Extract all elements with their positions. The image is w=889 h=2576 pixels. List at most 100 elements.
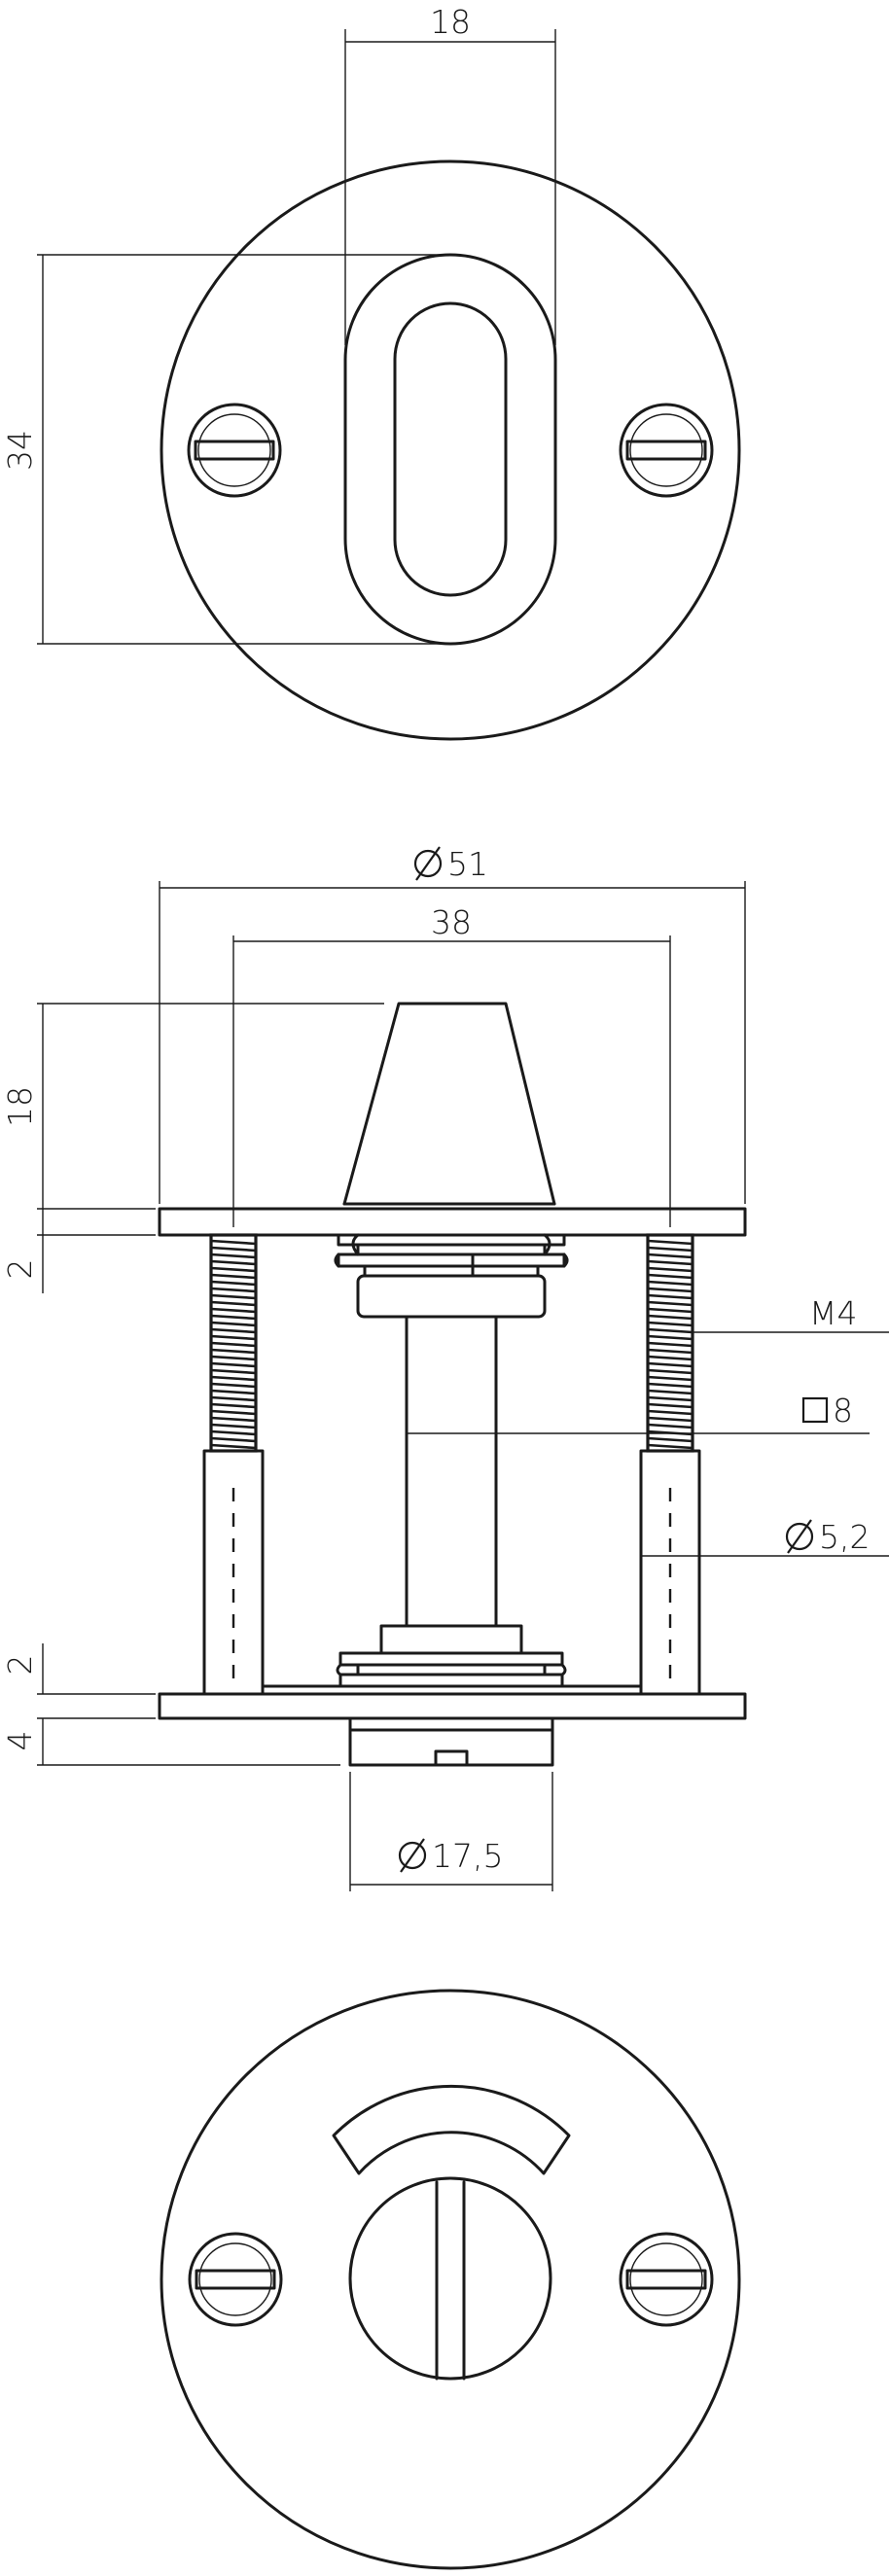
dimension-bottom-rose-thickness: 2 xyxy=(1,1643,156,1719)
thread-line xyxy=(210,1273,257,1280)
thread-line xyxy=(647,1321,693,1327)
lower-washer-stack xyxy=(336,1624,567,1688)
thread-line xyxy=(647,1273,693,1280)
thread-line xyxy=(210,1293,257,1300)
thread-line xyxy=(647,1416,693,1423)
spindle xyxy=(405,1315,498,1628)
dimension-top-rose-thickness: 2 xyxy=(1,1209,156,1293)
thread-line xyxy=(210,1246,257,1253)
thread-line xyxy=(210,1266,257,1273)
thread-line xyxy=(647,1307,693,1314)
diameter-symbol-icon xyxy=(413,846,443,881)
screw-left xyxy=(187,403,282,498)
turn-disc xyxy=(348,2176,552,2381)
diameter-symbol-icon xyxy=(785,1519,814,1554)
dimension-text-knob-height: 4 xyxy=(1,1731,39,1751)
thread-line xyxy=(647,1368,693,1375)
screw-left-bottom xyxy=(188,2232,283,2327)
thread-line xyxy=(647,1361,693,1368)
thread-line xyxy=(210,1443,257,1450)
thread-line xyxy=(210,1327,257,1334)
top-view: 18 34 xyxy=(1,3,741,741)
dimension-text-bottom-rose-thickness: 2 xyxy=(1,1655,39,1676)
inner-slot-outline xyxy=(393,301,508,597)
thread-line xyxy=(647,1334,693,1341)
dimension-screw-spacing: 38 xyxy=(232,903,671,1227)
thread-line xyxy=(210,1355,257,1361)
square-symbol-icon xyxy=(801,1396,829,1424)
thread-line xyxy=(647,1280,693,1287)
dimension-spindle-height: 18 xyxy=(1,1003,384,1210)
dimension-text-rose-diameter: 51 xyxy=(447,845,488,883)
thread-line xyxy=(210,1423,257,1429)
thread-right xyxy=(646,1233,694,1453)
bottom-rose-outline xyxy=(160,1989,741,2570)
thread-line xyxy=(210,1334,257,1341)
thread-line xyxy=(647,1402,693,1409)
thread-line xyxy=(210,1409,257,1416)
dimension-text-top-rose-thickness: 2 xyxy=(1,1259,39,1280)
thread-line xyxy=(210,1300,257,1307)
thread-line xyxy=(647,1443,693,1450)
thread-line xyxy=(210,1395,257,1402)
bottom-view xyxy=(160,1989,741,2570)
upper-collar xyxy=(356,1274,547,1319)
release-knob xyxy=(348,1716,554,1767)
upper-washer-stack xyxy=(334,1233,569,1278)
sleeve-right xyxy=(639,1449,701,1696)
thread-line xyxy=(647,1293,693,1300)
dimension-text-spindle-height: 18 xyxy=(1,1086,39,1127)
thread-line xyxy=(647,1341,693,1348)
thread-line xyxy=(647,1423,693,1429)
thread-line xyxy=(210,1253,257,1259)
callout-text-sleeve-diameter: 5,2 xyxy=(819,1518,870,1556)
thread-line xyxy=(210,1402,257,1409)
side-view: 51 38 18 2 xyxy=(1,845,889,1891)
dimension-knob-height: 4 xyxy=(1,1718,340,1766)
thread-line xyxy=(210,1321,257,1327)
dimension-text-slot-height: 34 xyxy=(1,430,39,471)
dimension-slot-width: 18 xyxy=(344,3,556,345)
callout-text-thread: M4 xyxy=(809,1294,857,1332)
thread-line xyxy=(210,1429,257,1436)
thread-line xyxy=(647,1266,693,1273)
thread-line xyxy=(210,1314,257,1321)
dimension-text-screw-spacing: 38 xyxy=(431,903,472,941)
thread-line xyxy=(647,1382,693,1389)
thread-line xyxy=(647,1327,693,1334)
sleeve-left xyxy=(202,1449,265,1696)
dimension-text-knob-diameter: 17,5 xyxy=(432,1837,503,1875)
indicator-window xyxy=(332,2084,571,2175)
dimension-slot-height: 34 xyxy=(1,254,450,645)
thread-line xyxy=(210,1348,257,1355)
diameter-symbol-icon xyxy=(398,1838,427,1873)
callout-spindle-square: 8 xyxy=(407,1392,870,1434)
dimension-rose-diameter: 51 xyxy=(159,845,746,1204)
top-rose-plate xyxy=(158,1207,747,1237)
callout-text-spindle-square: 8 xyxy=(833,1392,853,1429)
callout-thread: M4 xyxy=(693,1294,889,1333)
thread-line xyxy=(210,1341,257,1348)
thread-line xyxy=(210,1287,257,1293)
thread-line xyxy=(647,1246,693,1253)
thread-line xyxy=(647,1436,693,1443)
callout-sleeve-diameter: 5,2 xyxy=(641,1518,889,1557)
thread-line xyxy=(210,1280,257,1287)
outer-slot-outline xyxy=(343,253,557,646)
thread-line xyxy=(647,1259,693,1266)
thread-line xyxy=(647,1314,693,1321)
thread-line xyxy=(647,1348,693,1355)
thread-line xyxy=(210,1259,257,1266)
dimension-text-slot-width: 18 xyxy=(430,3,471,41)
thread-line xyxy=(210,1368,257,1375)
thread-line xyxy=(210,1239,257,1246)
thread-line xyxy=(647,1355,693,1361)
thread-line xyxy=(647,1253,693,1259)
screw-right xyxy=(619,403,714,498)
thread-left xyxy=(209,1233,258,1453)
thread-line xyxy=(647,1375,693,1382)
dimension-knob-diameter: 17,5 xyxy=(349,1772,553,1891)
thread-line xyxy=(210,1375,257,1382)
thread-line xyxy=(210,1361,257,1368)
